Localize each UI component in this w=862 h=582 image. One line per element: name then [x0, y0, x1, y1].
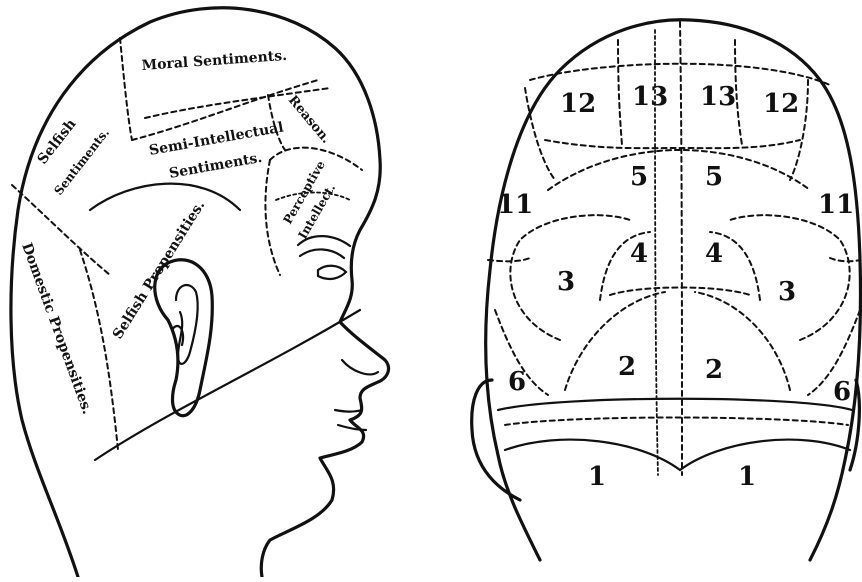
num-3-right: 3	[778, 277, 796, 307]
side-view-head: Moral Sentiments. Selfish Sentiments. Se…	[11, 8, 389, 577]
label-moral-sentiments: Moral Sentiments.	[141, 48, 287, 74]
band-1-top	[498, 399, 852, 410]
num-6-right: 6	[833, 377, 851, 407]
label-semi-intellectual-line2: Sentiments.	[168, 150, 263, 182]
mouth	[335, 410, 362, 412]
side-head-outline	[11, 8, 389, 577]
label-semi-intellectual-line1: Semi-Intellectual	[148, 120, 285, 159]
midline	[680, 22, 682, 475]
eye	[318, 266, 346, 279]
arc-2-top	[610, 288, 750, 296]
num-12-left: 12	[560, 89, 596, 119]
eyebrow-inner	[300, 249, 344, 258]
num-1-left: 1	[588, 462, 606, 492]
ear-inner	[176, 285, 198, 364]
num-13-right: 13	[700, 82, 736, 112]
num-11-right: 11	[818, 190, 854, 220]
line-perceptive-left	[265, 160, 280, 275]
back-head-outline	[486, 20, 861, 560]
line-moral-left	[120, 38, 132, 140]
band-13-lower	[545, 140, 800, 148]
label-selfish-propensities: Selfish Propensities.	[110, 198, 208, 342]
num-13-left: 13	[632, 82, 668, 112]
divider-11-right	[830, 258, 860, 261]
num-5-left: 5	[630, 162, 648, 192]
back-view-head: 12 13 13 12 11 5 5 11 4 4 3 3 2 2 6 6 1 …	[472, 20, 861, 560]
num-1-right: 1	[738, 462, 756, 492]
line-neck-diagonal	[95, 310, 360, 460]
band-1-mid	[505, 418, 848, 426]
num-12-right: 12	[763, 89, 799, 119]
num-4-right: 4	[705, 239, 723, 269]
lip-line	[338, 425, 366, 430]
num-2-left: 2	[618, 352, 636, 382]
arc-5	[548, 150, 810, 190]
line-propensities-arc	[90, 184, 240, 210]
label-domestic-propensities: Domestic Propensities.	[18, 241, 95, 417]
num-2-right: 2	[705, 355, 723, 385]
band-1-bottom	[505, 440, 850, 470]
label-reason: Reason.	[285, 93, 333, 147]
divider-11-left	[488, 258, 530, 261]
num-6-left: 6	[508, 367, 526, 397]
label-selfish-sentiments-line1: Selfish	[35, 116, 80, 167]
num-3-left: 3	[557, 267, 575, 297]
nostril	[342, 360, 378, 374]
num-11-left: 11	[497, 190, 533, 220]
line-brow-curve	[276, 193, 350, 201]
num-5-right: 5	[705, 162, 723, 192]
divider-12-left	[525, 88, 555, 180]
arc-2-left	[565, 292, 665, 390]
num-4-left: 4	[630, 239, 648, 269]
line-domestic-divider	[80, 250, 118, 450]
divider-13-left	[618, 40, 622, 145]
